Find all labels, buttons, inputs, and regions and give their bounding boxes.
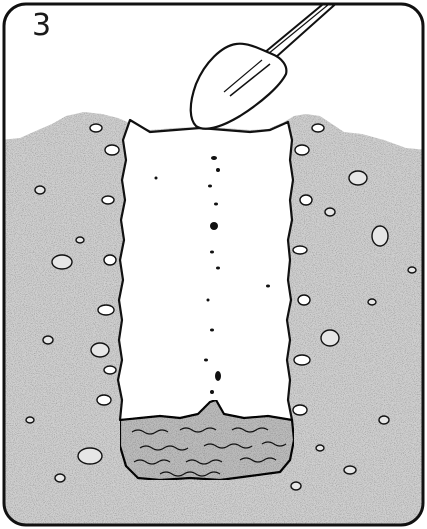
step-number: 3 <box>32 8 51 44</box>
shovel-blade <box>191 44 287 129</box>
shovel <box>191 0 340 129</box>
dug-hole <box>118 120 293 420</box>
